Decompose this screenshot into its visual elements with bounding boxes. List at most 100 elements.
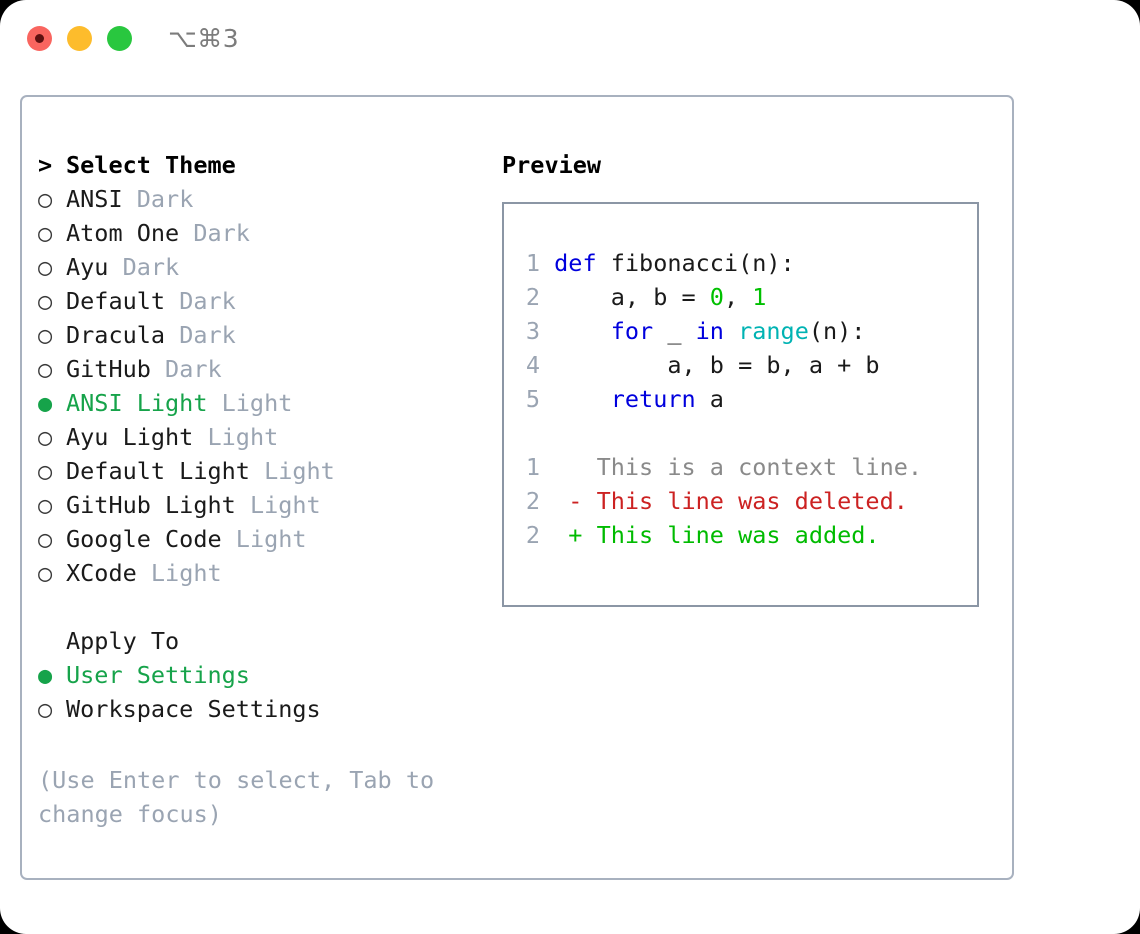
theme-list-item[interactable]: ○Google Code Light [38,522,498,556]
radio-unselected-icon: ○ [38,695,53,723]
theme-variant-tag: Light [207,423,279,451]
apply-to-list: ●User Settings○Workspace Settings [38,658,498,726]
window-minimize-button[interactable] [67,26,92,51]
spacer [179,216,193,250]
spacer [123,182,137,216]
radio-unselected-icon: ○ [38,525,53,553]
theme-list-item[interactable]: ○ ANSI Dark [38,182,498,216]
keyboard-hint-text: (Use Enter to select, Tab to change focu… [38,766,449,828]
spacer [582,453,596,481]
theme-variant-tag: Light [150,559,222,587]
diff-sign: + [568,521,583,549]
code-line: 3 for _ in range(n): [518,314,969,348]
apply-to-item[interactable]: ●User Settings [38,658,498,692]
diff-line: 2 + This line was added. [518,518,969,552]
radio-unselected-icon: ○ [38,559,53,587]
code-token [554,317,611,345]
theme-list-item[interactable]: ○Ayu Light Light [38,420,498,454]
apply-to-item[interactable]: ○Workspace Settings [38,692,498,726]
theme-list-item[interactable]: ○ Dracula Dark [38,318,498,352]
apply-to-title: Apply To [66,627,180,655]
line-number: 1 [525,453,540,481]
code-line: 2 a, b = 0, 1 [518,280,969,314]
theme-name: ANSI [66,185,123,213]
theme-name: ANSI Light [66,389,208,417]
gutter-spacer [540,453,568,481]
theme-variant-tag: Dark [179,287,236,315]
line-number: 3 [525,317,540,345]
theme-list-item[interactable]: ○Default Dark [38,284,498,318]
diff-line: 1 This is a context line. [518,450,969,484]
radio-unselected-icon: ○ [38,457,53,485]
code-token: in [695,317,724,345]
theme-variant-tag: Dark [136,185,194,213]
apply-to-section: ○ Apply To ●User Settings○Workspace Sett… [38,624,498,726]
theme-name: Default [66,287,166,315]
spacer [582,521,596,549]
theme-variant-tag: Light [249,491,321,519]
line-number: 2 [525,283,540,311]
diff-text: This line was deleted. [596,487,908,515]
radio-selected-icon: ● [38,389,53,417]
preview-panel: Preview 1 def fibonacci(n):2 a, b = 0, 1… [502,148,979,607]
theme-name: GitHub [66,355,151,383]
theme-list-item[interactable]: ○Atom One Dark [38,216,498,250]
code-token: a, b = b, a + b [554,351,880,379]
code-token: a [695,385,724,413]
gutter-spacer [540,317,554,345]
window-close-icon [35,34,44,43]
code-token: _ [653,317,696,345]
theme-name: Ayu [66,253,109,281]
theme-name: Ayu Light [66,423,194,451]
code-token: return [610,385,696,413]
radio-unselected-icon: ○ [38,491,53,519]
diff-line: 2 - This line was deleted. [518,484,969,518]
theme-variant-tag: Dark [193,219,250,247]
gutter-spacer [540,351,554,379]
theme-variant-tag: Dark [179,321,236,349]
window-maximize-button[interactable] [107,26,132,51]
theme-list-item[interactable]: ○Default Light Light [38,454,498,488]
apply-to-header: ○ Apply To [38,624,498,658]
apply-to-label: User Settings [66,661,250,689]
code-diff-separator [518,416,969,450]
theme-list-item[interactable]: ● ANSI Light Light [38,386,498,420]
code-token: def [554,249,611,277]
code-line: 4 a, b = b, a + b [518,348,969,382]
theme-list-item[interactable]: ○GitHub Dark [38,352,498,386]
code-token: 1 [752,283,767,311]
spacer [582,487,596,515]
radio-unselected-icon: ○ [38,321,53,349]
radio-unselected-icon: ○ [38,219,53,247]
preview-title: Preview [502,151,602,179]
code-token: for [610,317,654,345]
theme-variant-tag: Light [221,389,293,417]
code-token: (n): [808,317,866,345]
spacer [165,318,179,352]
diff-text: This is a context line. [596,453,923,481]
code-token: fibonacci [610,249,739,277]
code-token [554,385,611,413]
theme-variant-tag: Light [235,525,307,553]
theme-list-item[interactable]: ○GitHub Light Light [38,488,498,522]
line-number: 2 [525,521,540,549]
line-number: 4 [525,351,540,379]
spacer [222,522,236,556]
theme-list-item[interactable]: ○XCode Light [38,556,498,590]
spacer [151,352,165,386]
theme-picker-header: > Select Theme [38,148,498,182]
theme-list: ○ANSI Dark○Atom One Dark○Ayu Dark○Defaul… [38,182,498,590]
keyboard-shortcut-label: ⌥⌘3 [168,24,240,53]
theme-list-item[interactable]: ○Ayu Dark [38,250,498,284]
theme-variant-tag: Dark [122,253,180,281]
code-line: 1 def fibonacci(n): [518,246,969,280]
spacer [236,488,250,522]
theme-name: Dracula [66,321,166,349]
gutter-spacer [540,249,554,277]
diff-text: This line was added. [596,521,880,549]
radio-unselected-icon: ○ [38,185,53,213]
settings-card: > Select Theme ○ANSI Dark○Atom One Dark○… [20,95,1014,880]
theme-variant-tag: Light [264,457,335,485]
theme-variant-tag: Dark [165,355,222,383]
